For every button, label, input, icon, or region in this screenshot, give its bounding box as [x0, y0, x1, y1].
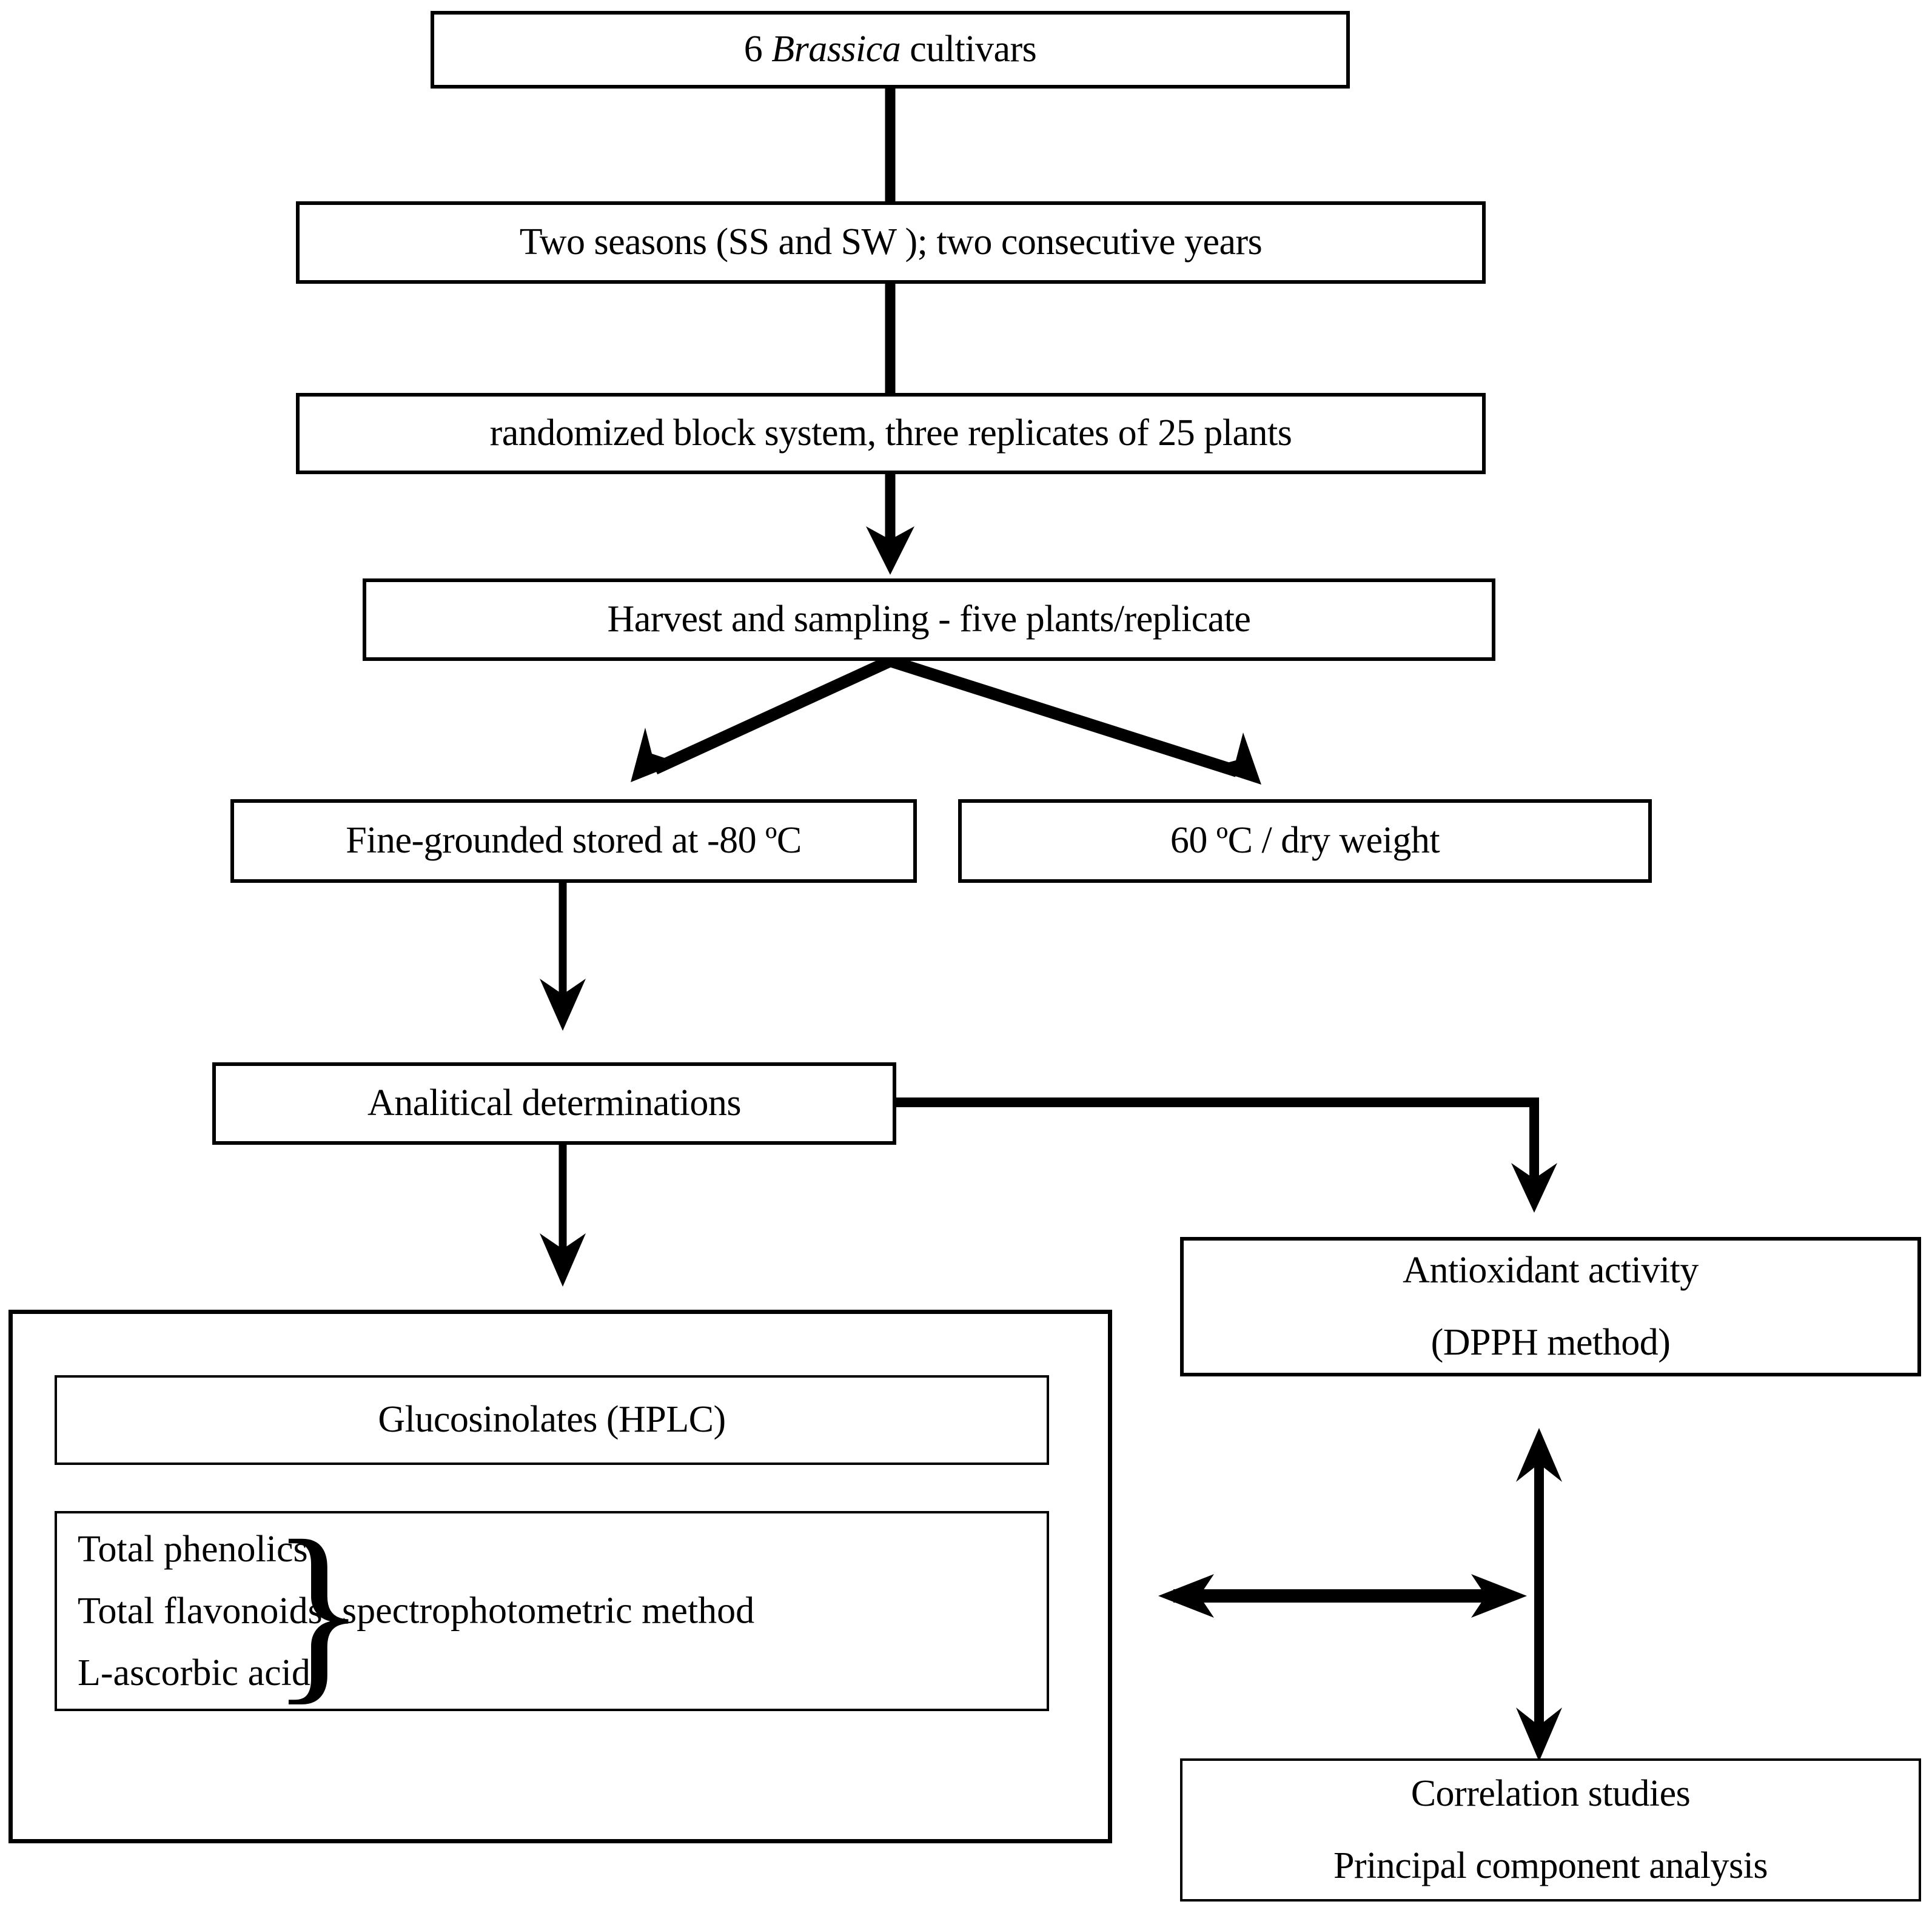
- curly-brace-icon: }: [270, 1500, 367, 1721]
- node-harvest-label: Harvest and sampling - five plants/repli…: [607, 598, 1251, 640]
- node-dry-weight[interactable]: 60 ºC / dry weight: [958, 799, 1652, 883]
- list-item: Total phenolics: [78, 1529, 308, 1570]
- connector-harvest-to-dry-weight-shaft: [888, 655, 1239, 777]
- node-fine-grounded[interactable]: Fine-grounded stored at -80 ºC: [230, 799, 917, 883]
- node-antioxidant-activity-line2: (DPPH method): [1431, 1322, 1671, 1363]
- group-box-analytical-methods: [8, 1310, 1112, 1843]
- connector-analytical-to-group-arrowhead: [540, 1233, 586, 1287]
- list-item: Total flavonoids: [78, 1590, 323, 1632]
- connector-harvest-to-dry-weight-arrowhead: [1209, 732, 1261, 785]
- node-spectrophotometric-block[interactable]: Total phenolics Total flavonoids L-ascor…: [55, 1500, 1049, 1721]
- connector-group-to-antioxidant-link-arrowhead-right: [1471, 1574, 1527, 1618]
- connector-antioxidant-to-correlation-arrowhead-up: [1516, 1428, 1562, 1482]
- node-fine-grounded-label: Fine-grounded stored at -80 ºC: [346, 820, 802, 862]
- node-cultivars[interactable]: 6 Brassica cultivars: [431, 11, 1350, 89]
- node-seasons[interactable]: Two seasons (SS and SW ); two consecutiv…: [296, 201, 1486, 284]
- node-block-system-label: randomized block system, three replicate…: [489, 412, 1292, 454]
- spectrophotometric-item-list: Total phenolics Total flavonoids L-ascor…: [78, 1530, 323, 1692]
- connector-analytical-to-antioxidant-elbow: [896, 1097, 1539, 1184]
- node-block-system[interactable]: randomized block system, three replicate…: [296, 393, 1486, 474]
- list-item: L-ascorbic acid: [78, 1652, 310, 1694]
- connector-block-system-to-harvest-arrowhead: [866, 526, 914, 575]
- node-analytical-determinations-label: Analitical determinations: [367, 1082, 741, 1124]
- node-correlation-studies[interactable]: Correlation studies Principal component …: [1180, 1758, 1921, 1902]
- connector-analytical-to-antioxidant-arrowhead: [1511, 1163, 1557, 1213]
- spectrophotometric-inner: Total phenolics Total flavonoids L-ascor…: [57, 1500, 1047, 1721]
- node-antioxidant-activity[interactable]: Antioxidant activity (DPPH method): [1180, 1237, 1921, 1376]
- node-glucosinolates-label: Glucosinolates (HPLC): [378, 1399, 726, 1441]
- node-antioxidant-activity-line1: Antioxidant activity: [1403, 1249, 1699, 1291]
- spectrophotometric-method-label: spectrophotometric method: [342, 1590, 755, 1632]
- connector-fine-grounded-to-analytical-arrowhead: [540, 979, 586, 1031]
- node-glucosinolates[interactable]: Glucosinolates (HPLC): [55, 1375, 1049, 1465]
- node-seasons-label: Two seasons (SS and SW ); two consecutiv…: [519, 221, 1263, 263]
- connector-group-to-antioxidant-link-arrowhead-left: [1158, 1574, 1214, 1618]
- node-analytical-determinations[interactable]: Analitical determinations: [212, 1062, 896, 1145]
- connector-harvest-to-fine-grounded-shaft: [652, 655, 893, 775]
- node-correlation-studies-line2: Principal component analysis: [1333, 1845, 1768, 1886]
- node-cultivars-label: 6 Brassica cultivars: [743, 28, 1037, 70]
- connector-antioxidant-to-correlation-arrowhead-down: [1516, 1707, 1562, 1761]
- connector-harvest-to-fine-grounded-arrowhead: [631, 728, 679, 782]
- node-correlation-studies-line1: Correlation studies: [1410, 1772, 1691, 1814]
- node-dry-weight-label: 60 ºC / dry weight: [1170, 820, 1440, 862]
- node-harvest[interactable]: Harvest and sampling - five plants/repli…: [363, 578, 1495, 661]
